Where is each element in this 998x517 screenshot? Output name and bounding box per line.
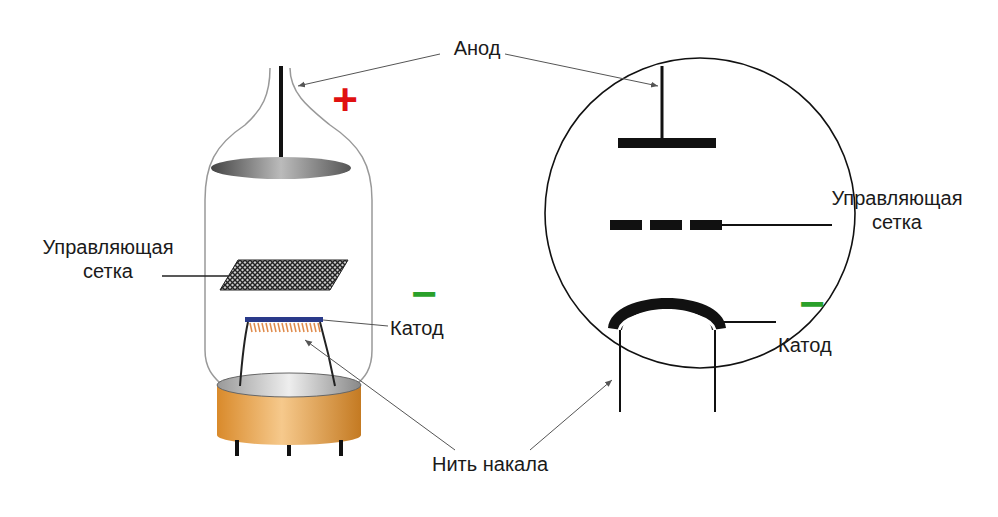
triode-symbol xyxy=(545,58,855,412)
control-grid xyxy=(162,260,348,290)
minus-sign: − xyxy=(404,272,444,316)
grid-label: Управляющая сетка xyxy=(22,235,194,283)
cathode xyxy=(240,317,388,386)
glass-bulb xyxy=(205,68,372,385)
plus-sign: + xyxy=(328,78,362,122)
filament-coil xyxy=(250,323,320,332)
tube-base xyxy=(217,373,361,456)
filament-label: Нить накала xyxy=(405,452,575,476)
cathode-label: Катод xyxy=(778,333,858,357)
grid-label: Управляющая сетка xyxy=(808,186,986,234)
anode-plate xyxy=(211,66,351,179)
cathode-label: Катод xyxy=(390,316,470,340)
minus-sign: − xyxy=(792,282,832,326)
anode-label: Анод xyxy=(432,36,522,60)
leader-lines xyxy=(298,54,658,450)
